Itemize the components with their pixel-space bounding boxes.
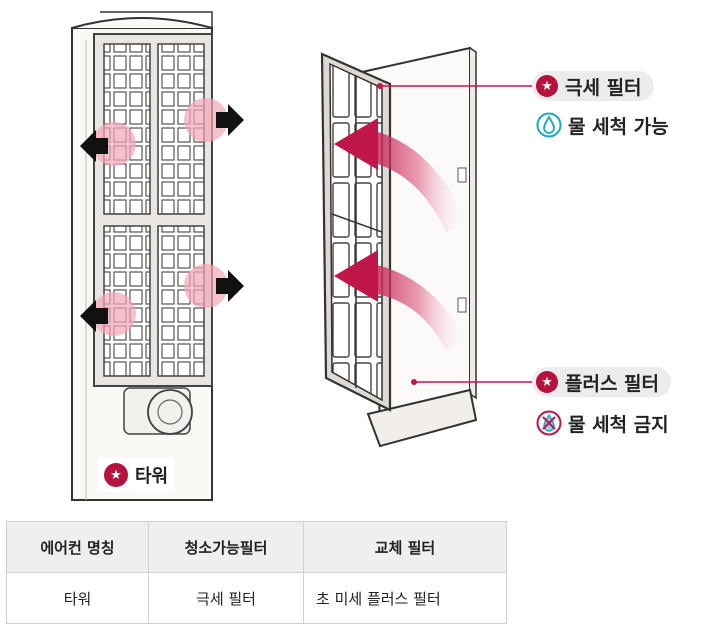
no-water-icon	[536, 410, 562, 436]
table-header-row: 에어컨 명칭 청소가능필터 교체 필터	[6, 521, 507, 573]
filter-table: 에어컨 명칭 청소가능필터 교체 필터 타워 극세 필터 초 미세 플러스 필터	[6, 521, 507, 624]
plus-filter-note: 물 세척 금지	[536, 408, 669, 438]
leader-lines	[377, 83, 536, 385]
tower-label-text: 타워	[135, 466, 169, 487]
filter-assembly	[320, 46, 478, 448]
star-icon: ★	[536, 75, 558, 97]
filter-illustration	[71, 11, 536, 501]
header-ac-name: 에어컨 명칭	[6, 521, 149, 573]
plus-filter-pill: ★ 플러스 필터	[532, 367, 672, 397]
cell-cleanable-filter: 극세 필터	[148, 572, 304, 624]
plus-filter-callout: ★ 플러스 필터	[532, 367, 672, 397]
star-icon: ★	[104, 463, 128, 487]
tower-unit	[71, 11, 244, 501]
cell-replacement-filter: 초 미세 플러스 필터	[303, 572, 507, 624]
fine-filter-pill: ★ 극세 필터	[532, 71, 654, 101]
fine-filter-label: 극세 필터	[565, 76, 642, 99]
header-replacement-filter: 교체 필터	[303, 521, 507, 573]
plus-filter-label: 플러스 필터	[565, 372, 660, 395]
fine-filter-callout: ★ 극세 필터	[532, 71, 654, 101]
water-drop-icon	[536, 112, 562, 138]
plus-filter-note-text: 물 세척 금지	[568, 413, 669, 436]
star-icon: ★	[536, 371, 558, 393]
fine-filter-note-text: 물 세척 가능	[568, 115, 669, 138]
fine-filter-note: 물 세척 가능	[536, 110, 669, 140]
cell-ac-name: 타워	[6, 572, 149, 624]
tower-label: ★ 타워	[98, 458, 175, 492]
table-row: 타워 극세 필터 초 미세 플러스 필터	[6, 572, 507, 624]
header-cleanable-filter: 청소가능필터	[148, 521, 304, 573]
